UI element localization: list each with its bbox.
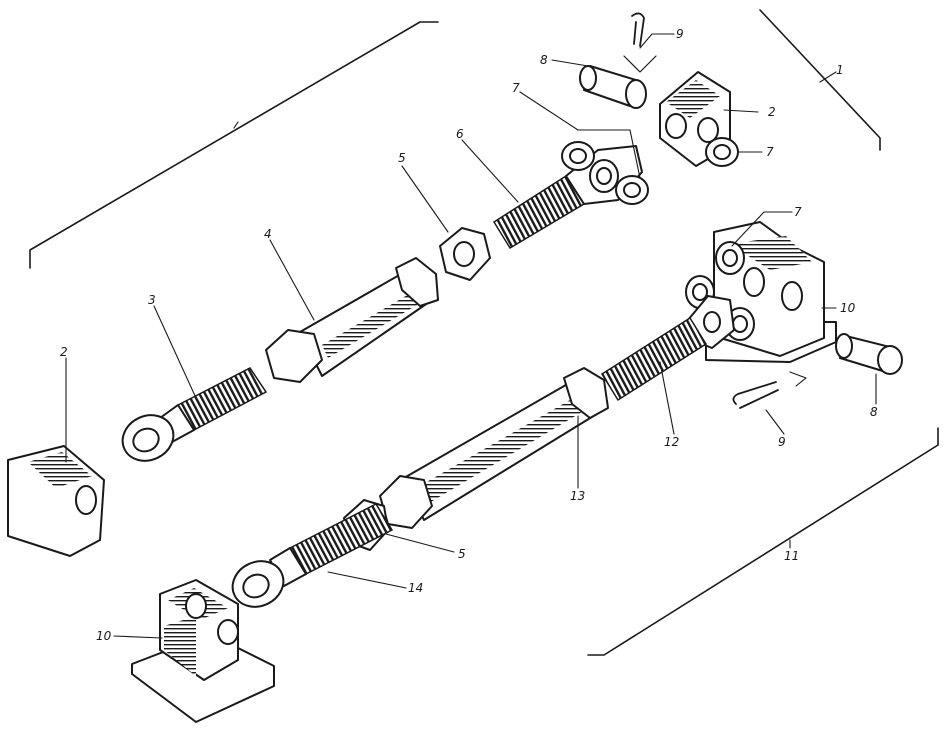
callout-13: 13: [570, 489, 585, 503]
callout-7-top-right: 7: [766, 145, 774, 159]
washer-part-7-right-a: [715, 241, 745, 275]
cotter-pin-part-9-lower: [732, 381, 779, 409]
callout-10-left: 10: [96, 629, 112, 643]
pin-part-8-upper: [579, 65, 647, 109]
hex-nut-part-5-upper: [439, 227, 491, 281]
eye-bolt-part-3: [121, 367, 268, 462]
callout-8-right: 8: [870, 405, 878, 419]
eye-bolt-part-14: [231, 503, 394, 608]
callout-2-left: 2: [60, 345, 68, 359]
callout-4: 4: [264, 227, 272, 241]
callout-14: 14: [408, 581, 423, 595]
hex-sleeve-part-4: [265, 257, 439, 383]
leader-lines: [65, 33, 877, 639]
callout-5-bottom: 5: [458, 547, 466, 561]
callout-11: 11: [784, 549, 799, 563]
hex-sleeve-part-13: [379, 367, 609, 529]
callout-9-top: 9: [676, 27, 684, 41]
group-bracket-lower-rod: [587, 427, 939, 656]
callout-12: 12: [664, 435, 679, 449]
callout-5-top: 5: [398, 151, 406, 165]
callout-1: 1: [836, 63, 844, 77]
callout-9-right: 9: [778, 435, 786, 449]
cotter-pin-part-9-upper: [623, 12, 657, 73]
pin-part-8-lower: [835, 333, 903, 375]
callout-7-clevis: 7: [512, 81, 520, 95]
callout-10-right: 10: [840, 301, 856, 315]
callout-2-top: 2: [768, 105, 776, 119]
group-bracket-right-top: [759, 9, 881, 151]
threaded-rod-part-12: [600, 316, 708, 402]
callout-6: 6: [456, 127, 464, 141]
group-bracket-upper-rod: [29, 21, 439, 269]
base-bracket-part-10-left: [131, 579, 275, 723]
bracket-part-2-lower: [7, 445, 105, 557]
callout-labels: 1 2 2 3 4 5 5 6 7 7 7 8 8 9 9 10 10 11 1…: [60, 27, 878, 643]
washer-part-7-upper-right: [615, 175, 649, 205]
callout-3: 3: [148, 293, 156, 307]
bracket-part-2-upper: [659, 71, 731, 167]
washer-part-7-upper-left: [561, 141, 595, 171]
callout-7-right: 7: [794, 205, 802, 219]
callout-8-top: 8: [540, 53, 548, 67]
washer-part-7-top-right: [705, 137, 739, 167]
